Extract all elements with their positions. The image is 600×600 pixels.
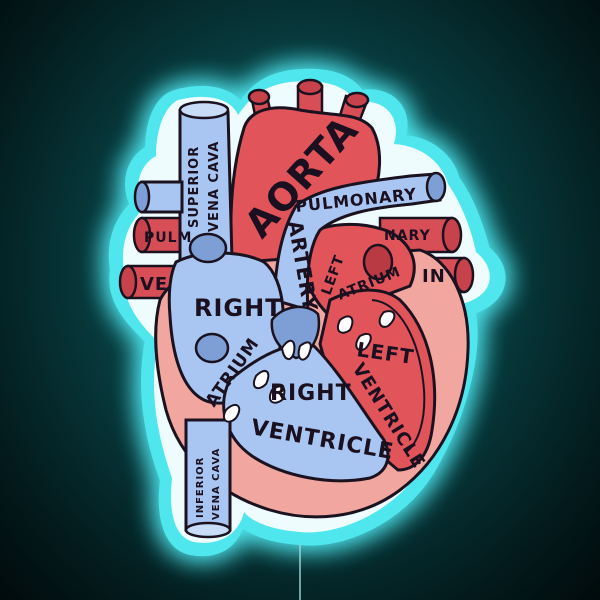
- inferior-vena-cava-opening: [184, 521, 232, 539]
- ivc-entry: [194, 332, 230, 364]
- label-pulm-left: PULM: [144, 230, 192, 246]
- svc-entry: [188, 232, 228, 264]
- label-nary-right: NARY: [384, 228, 431, 244]
- label-inferior-vena-cava-2: VENA CAVA: [211, 448, 222, 520]
- label-superior-vena-cava-1: SUPERIOR: [187, 146, 202, 228]
- label-superior-vena-cava-2: VENA CAVA: [207, 141, 222, 232]
- inferior-vena-cava: [184, 418, 232, 532]
- pulmonary-vein-entry-1: [362, 243, 394, 281]
- left-ventricle-inner: [371, 299, 426, 453]
- label-ve-left: VE: [140, 274, 168, 295]
- pulmonary-artery-opening: [425, 171, 447, 203]
- label-inferior-vena-cava-1: INFERIOR: [195, 457, 206, 518]
- svc-branch-opening: [133, 180, 151, 214]
- label-right-atrium-1: RIGHT: [194, 294, 283, 322]
- superior-vena-cava-opening: [178, 100, 230, 120]
- label-right-ventricle-1: RIGHT: [270, 381, 352, 406]
- heart-valves: [222, 310, 396, 423]
- label-in-right: IN: [422, 266, 446, 287]
